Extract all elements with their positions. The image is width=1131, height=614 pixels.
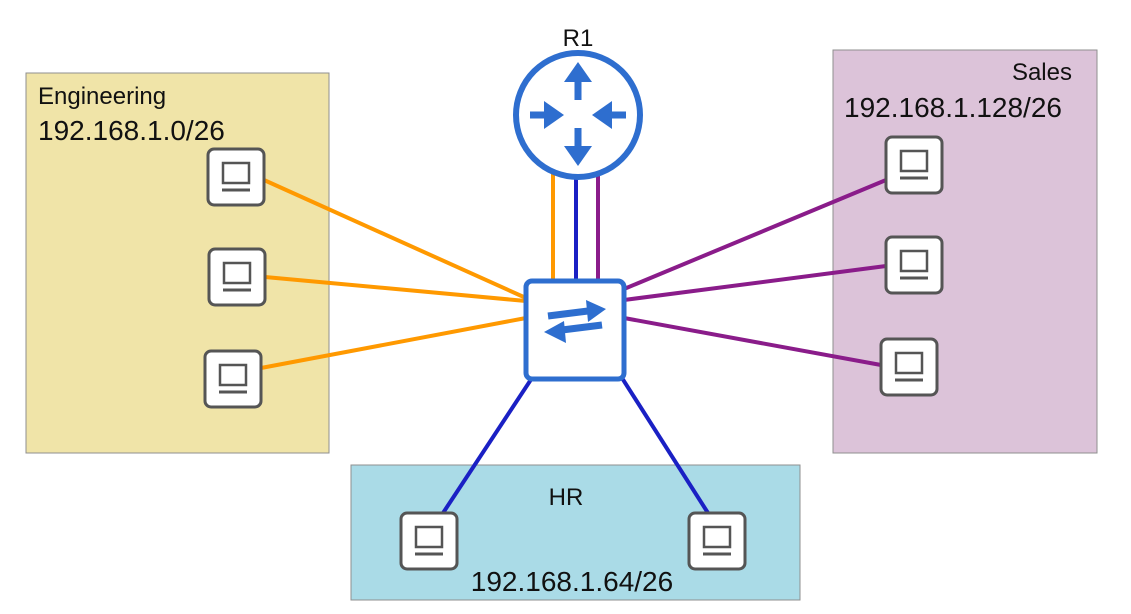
pc-icon (879, 337, 939, 397)
pc-icon (206, 147, 266, 207)
engineering-zone (25, 72, 330, 454)
engineering-pc-2[interactable] (207, 247, 267, 307)
hr-zone-name: HR (549, 484, 584, 511)
router-label: R1 (563, 25, 594, 52)
router-r1[interactable] (513, 50, 643, 180)
engineering-pc-3[interactable] (203, 349, 263, 409)
link-sales-pc1 (623, 178, 887, 291)
hr-pc-2[interactable] (687, 511, 747, 571)
pc-icon (687, 511, 747, 571)
router-arrows-icon (530, 62, 626, 166)
link-hr-pc2 (620, 376, 710, 515)
link-eng-pc3 (260, 316, 527, 370)
pc-icon (399, 511, 459, 571)
link-eng-pc2 (264, 275, 527, 303)
sales-zone-subnet: 192.168.1.128/26 (844, 92, 1062, 123)
router-switch-links (551, 173, 600, 281)
switch[interactable] (523, 278, 627, 382)
sales-pc-3[interactable] (879, 337, 939, 397)
link-sales-pc2 (623, 264, 887, 302)
pc-icon (884, 135, 944, 195)
hr-pc-1[interactable] (399, 511, 459, 571)
engineering-links (260, 178, 527, 370)
sales-pc-2[interactable] (884, 235, 944, 295)
switch-arrows-icon (544, 300, 606, 343)
sales-links (623, 178, 887, 367)
link-eng-pc1 (263, 178, 527, 300)
pc-icon (884, 235, 944, 295)
link-sales-pc3 (623, 316, 882, 367)
pc-icon (203, 349, 263, 409)
hr-zone-subnet: 192.168.1.64/26 (471, 566, 673, 597)
hr-links (441, 376, 710, 515)
sales-pc-1[interactable] (884, 135, 944, 195)
engineering-pc-1[interactable] (206, 147, 266, 207)
sales-zone (832, 49, 1098, 454)
engineering-zone-name: Engineering (38, 83, 166, 110)
engineering-zone-subnet: 192.168.1.0/26 (38, 115, 225, 146)
link-hr-pc1 (441, 376, 534, 515)
pc-icon (207, 247, 267, 307)
sales-zone-name: Sales (1012, 59, 1072, 86)
router-body (513, 50, 643, 180)
